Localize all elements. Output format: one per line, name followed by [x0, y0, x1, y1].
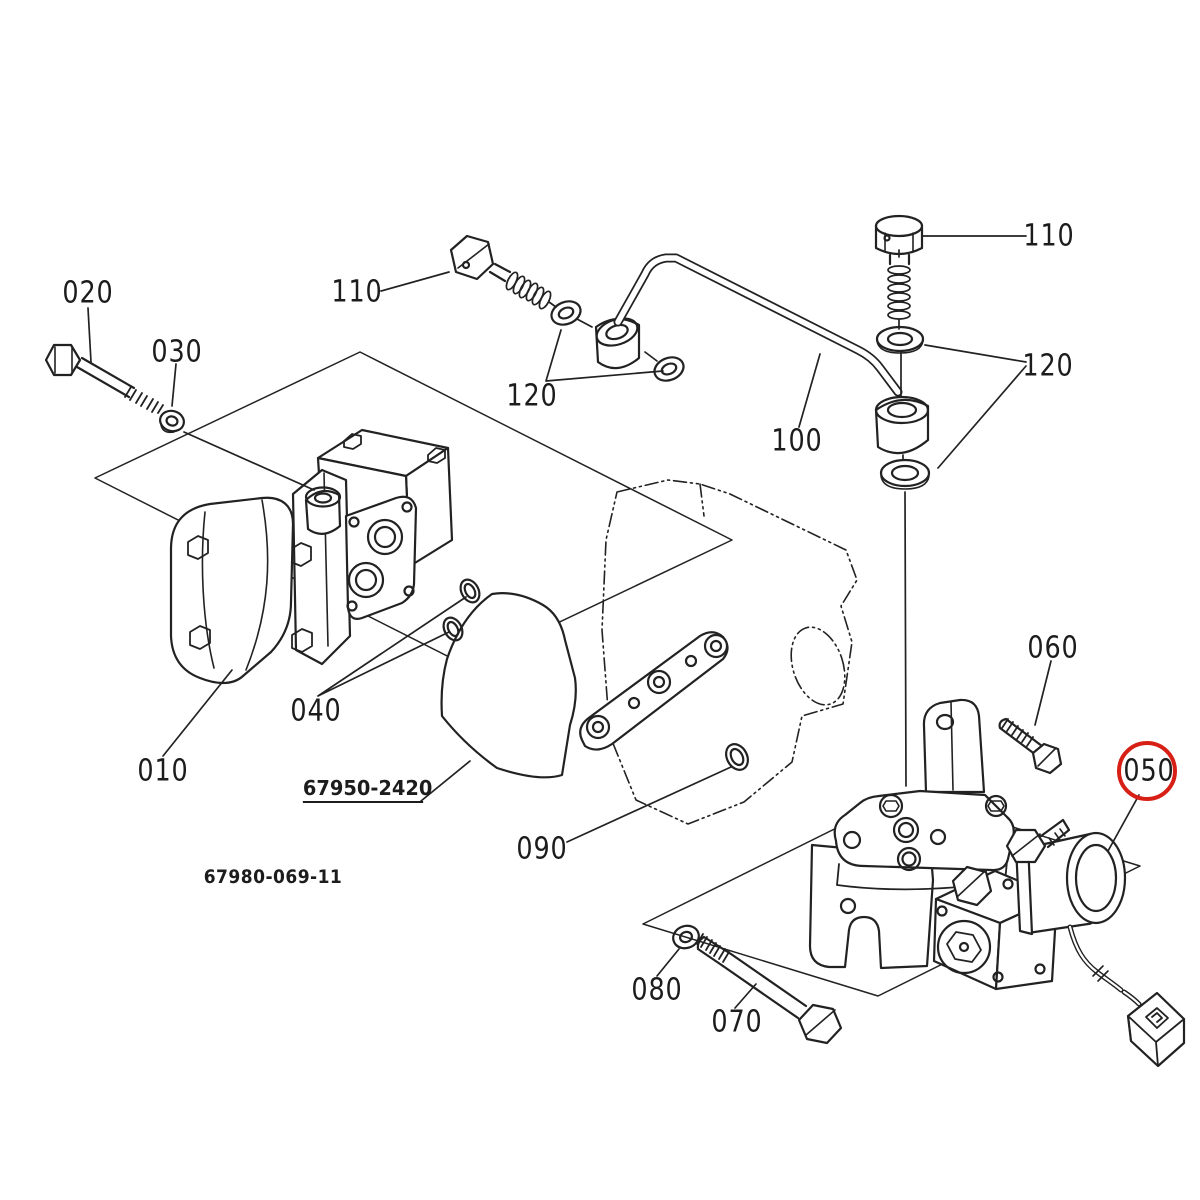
solenoid-valve-050-drawing [808, 698, 1186, 1068]
part-label-040[interactable]: 040 [290, 693, 342, 729]
phantom-transmission-case [601, 479, 858, 825]
part-label-120-left[interactable]: 120 [506, 378, 558, 414]
part-label-020[interactable]: 020 [62, 275, 114, 311]
part-label-030[interactable]: 030 [151, 334, 203, 370]
cover-plate-67950-2420-drawing [440, 592, 577, 779]
part-label-010[interactable]: 010 [137, 753, 189, 789]
washers-120-right-drawing [874, 325, 931, 490]
banjo-bolt-110-left-drawing [449, 234, 552, 310]
o-ring-090-drawing [725, 743, 749, 771]
mounting-plane-outline-bottom [642, 793, 1141, 997]
part-label-060[interactable]: 060 [1027, 630, 1079, 666]
part-label-070[interactable]: 070 [711, 1004, 763, 1040]
part-label-050-highlighted[interactable]: 050 [1123, 753, 1175, 789]
washer-030-drawing [159, 409, 185, 434]
oil-pipe-100-drawing [613, 253, 903, 397]
part-label-110-left[interactable]: 110 [331, 274, 383, 310]
part-label-080[interactable]: 080 [631, 972, 683, 1008]
bolt-060-drawing [998, 717, 1063, 775]
washers-120-left-drawing [550, 300, 685, 382]
nut-080-drawing [672, 924, 700, 950]
part-label-090[interactable]: 090 [516, 831, 568, 867]
gasket-plate-drawing [579, 631, 729, 751]
part-label-110-right[interactable]: 110 [1023, 218, 1075, 254]
hydraulic-pump-010-drawing [169, 428, 454, 685]
part-label-100[interactable]: 100 [771, 423, 823, 459]
banjo-bolt-110-right-drawing [874, 214, 924, 320]
drawing-number-label: 67980-069-11 [203, 866, 343, 888]
highlight-circle-050 [1117, 741, 1177, 801]
leader-lines [87, 235, 1140, 1009]
assembly-code-label[interactable]: 67950-2420 [302, 776, 432, 803]
bolt-070-drawing [696, 933, 843, 1045]
part-label-120-right[interactable]: 120 [1022, 348, 1074, 384]
bolt-020-drawing [44, 343, 164, 414]
